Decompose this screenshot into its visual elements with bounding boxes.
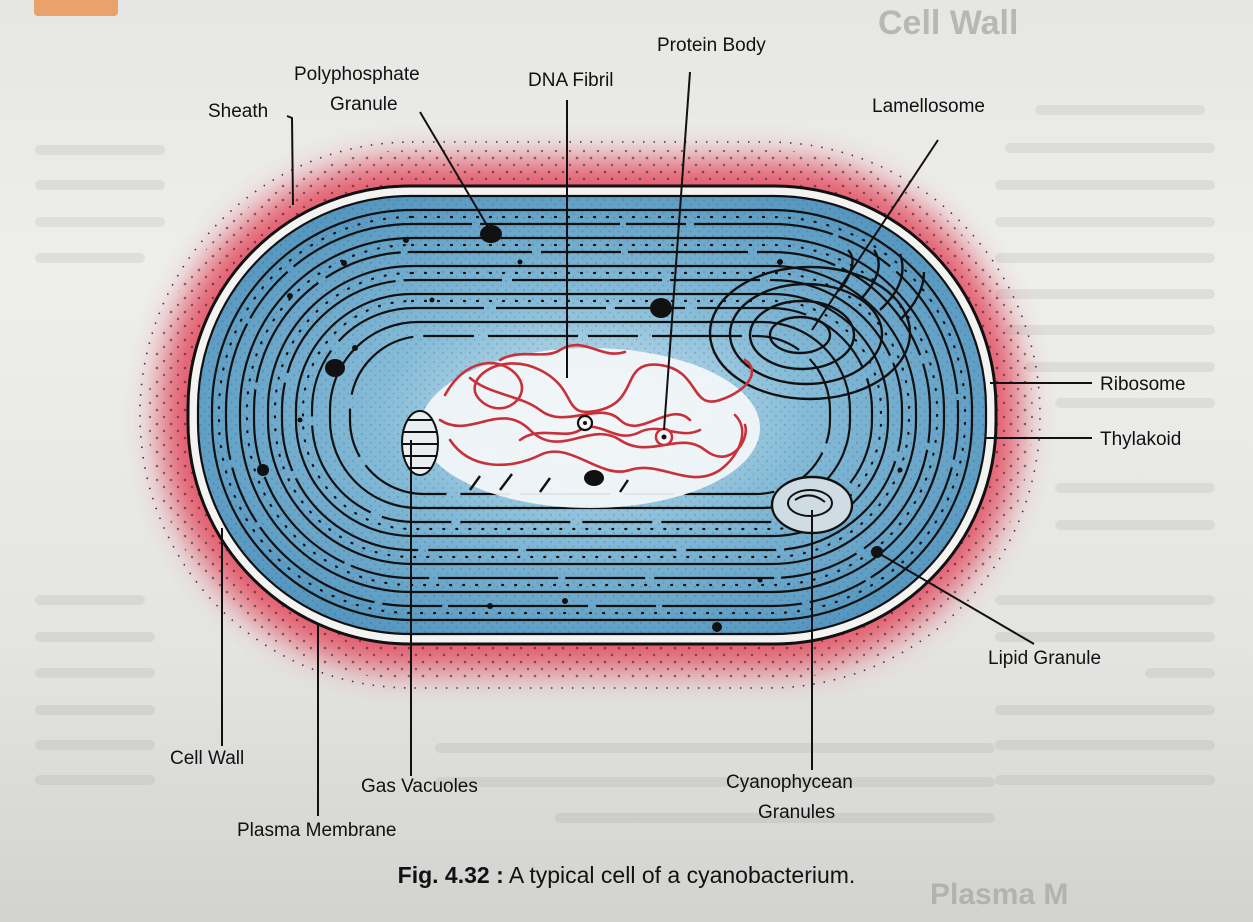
label-sheath: Sheath (208, 101, 268, 122)
label-protein-body: Protein Body (657, 35, 766, 56)
label-lamellosome: Lamellosome (872, 96, 985, 117)
protein-body (656, 429, 672, 445)
label-plasma-membrane: Plasma Membrane (237, 820, 396, 841)
caption-text: A typical cell of a cyanobacterium. (504, 862, 856, 888)
label-cyanophycean-line2: Granules (758, 802, 835, 823)
label-cyanophycean-line1: Cyanophycean (726, 772, 853, 793)
label-gas-vacuoles: Gas Vacuoles (361, 776, 478, 797)
label-cell-wall: Cell Wall (170, 748, 244, 769)
label-dna-fibril: DNA Fibril (528, 70, 614, 91)
label-lipid-granule: Lipid Granule (988, 648, 1101, 669)
label-thylakoid: Thylakoid (1100, 429, 1181, 450)
label-ribosome: Ribosome (1100, 374, 1186, 395)
figure-caption: Fig. 4.32 : A typical cell of a cyanobac… (0, 862, 1253, 889)
caption-figure-number: Fig. 4.32 : (398, 862, 504, 888)
label-polyphosphate-line2: Granule (330, 94, 398, 115)
label-polyphosphate-line1: Polyphosphate (294, 64, 420, 85)
gas-vacuoles (402, 411, 438, 475)
